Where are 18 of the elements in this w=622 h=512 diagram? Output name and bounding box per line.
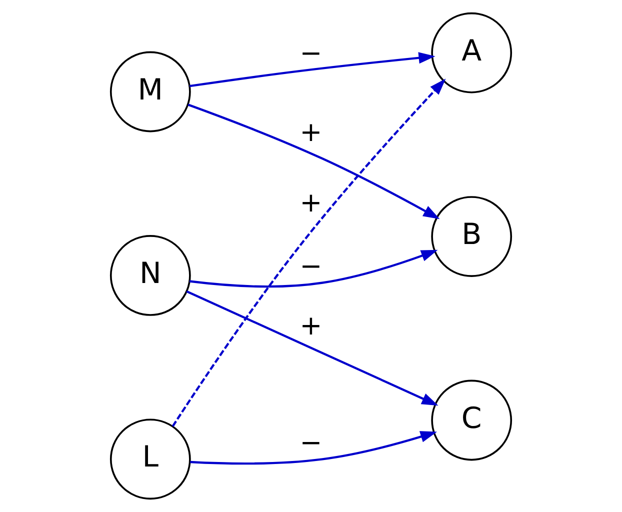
edge-label: − (300, 250, 322, 282)
node-circle: C (431, 380, 512, 461)
edge-label: + (300, 117, 322, 148)
edge-label: + (300, 188, 322, 219)
edge-label: − (300, 38, 322, 70)
node-circle: N (110, 235, 191, 316)
edge-label: − (300, 427, 322, 458)
edge-label: + (300, 310, 322, 342)
node-circle: M (110, 51, 191, 132)
node-circle: A (431, 12, 512, 94)
arrow (190, 431, 437, 465)
arrow (188, 104, 440, 220)
arrow (172, 78, 446, 427)
node-circle: B (431, 196, 512, 277)
node-circle: L (110, 418, 191, 500)
arrow (186, 290, 438, 406)
arrow (189, 250, 438, 288)
arrow (189, 52, 436, 88)
